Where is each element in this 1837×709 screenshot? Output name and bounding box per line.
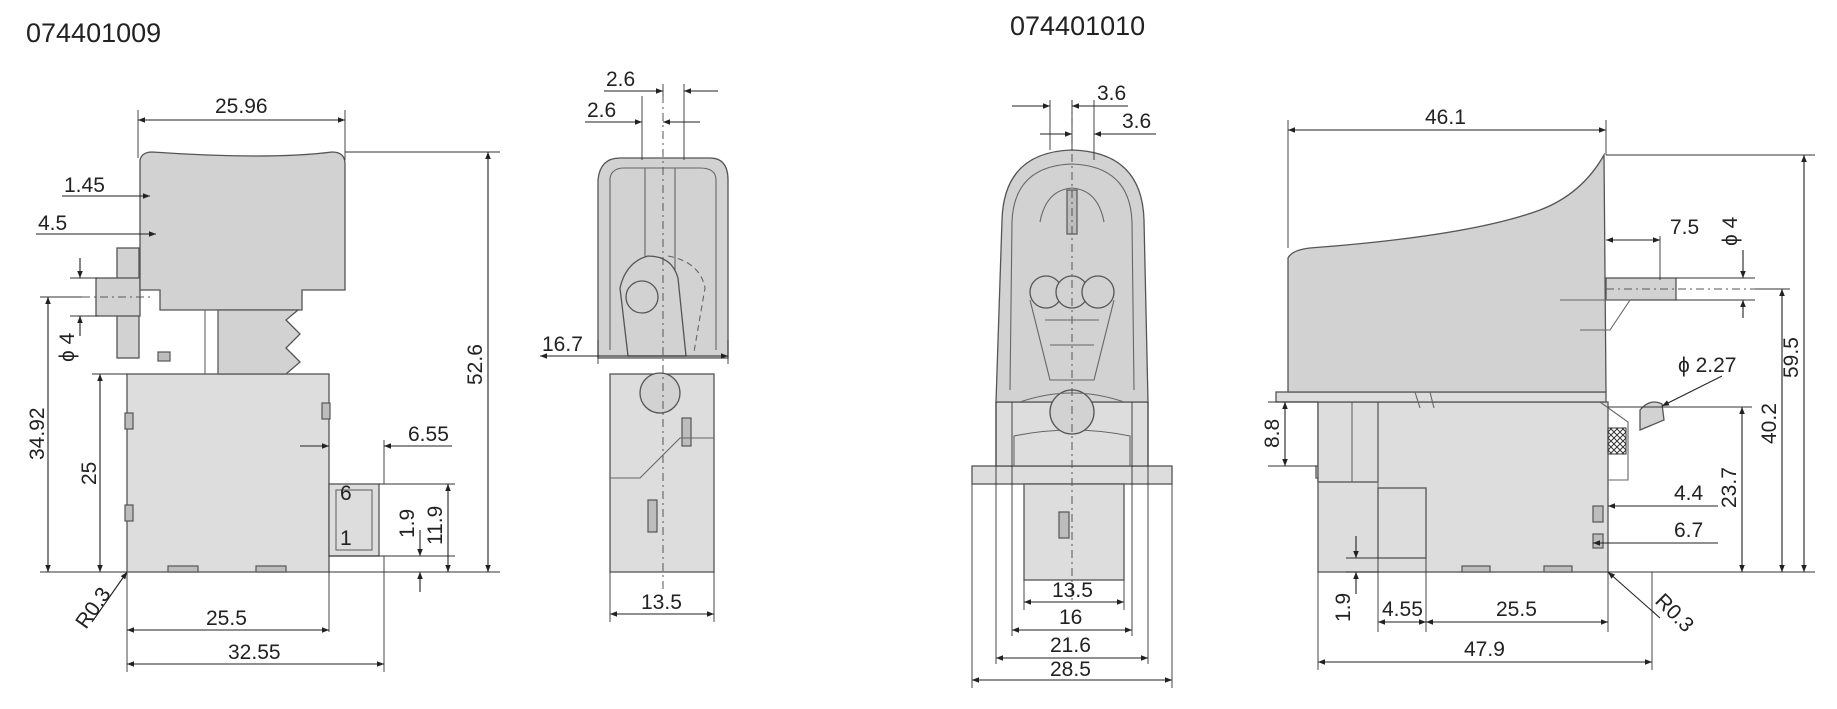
dim-b-side-7: 8.8 xyxy=(1261,419,1284,448)
dim-a-side-1: 2.6 xyxy=(606,68,635,91)
dim-b-front-2: 3.6 xyxy=(1122,110,1151,133)
part-label-074401010: 074401010 xyxy=(1010,11,1145,41)
dim-a-front-10: 11.9 xyxy=(424,506,447,545)
dim-b-side-8: 23.7 xyxy=(1718,467,1741,508)
dim-a-front-1: 25.96 xyxy=(215,95,268,118)
view-074401009-front: 6 1 25.96 1.45 4.5 ϕ 4 34.92 25 52.6 xyxy=(26,95,500,672)
dim-b-side-12: 4.55 xyxy=(1382,598,1423,621)
dim-a-front-5: 34.92 xyxy=(26,407,49,460)
view-074401010-front: 3.6 3.6 13.5 16 21.6 28.5 xyxy=(971,82,1173,688)
dim-b-front-6: 28.5 xyxy=(1050,658,1091,681)
dim-a-front-8: 6.55 xyxy=(408,423,449,446)
dim-b-side-4: 59.5 xyxy=(1780,337,1803,378)
dim-b-front-4: 16 xyxy=(1059,606,1082,629)
dim-b-side-13: 25.5 xyxy=(1496,598,1537,621)
connector-pin6-mark: 6 xyxy=(340,482,352,505)
dim-b-side-3: ϕ 4 xyxy=(1719,216,1742,246)
dim-b-side-2: 7.5 xyxy=(1670,216,1699,239)
dim-a-front-9: 1.9 xyxy=(396,509,419,538)
dim-b-front-3: 13.5 xyxy=(1052,579,1093,602)
dim-a-side-2: 2.6 xyxy=(587,99,616,122)
dim-b-side-10: 6.7 xyxy=(1674,519,1703,542)
dim-b-front-5: 21.6 xyxy=(1050,634,1091,657)
dim-a-front-12: 25.5 xyxy=(206,607,247,630)
dim-a-front-3: 4.5 xyxy=(38,212,67,235)
dim-a-front-13: 32.55 xyxy=(228,641,281,664)
dim-a-front-6: 25 xyxy=(78,462,101,485)
dim-b-front-1: 3.6 xyxy=(1097,82,1126,105)
view-074401010-side: 46.1 7.5 ϕ 4 59.5 ϕ 2.27 40.2 8.8 23.7 4… xyxy=(1261,106,1815,670)
view-074401009-side: 2.6 2.6 16.7 13.5 xyxy=(540,68,729,622)
dim-b-side-15: 47.9 xyxy=(1464,638,1505,661)
dim-b-side-14: R0.3 xyxy=(1650,589,1698,637)
dim-b-side-11: 1.9 xyxy=(1332,593,1355,622)
dim-a-front-7: 52.6 xyxy=(464,344,487,385)
part-label-074401009: 074401009 xyxy=(26,18,161,48)
dim-b-side-1: 46.1 xyxy=(1425,106,1466,129)
dim-a-front-11: R0.3 xyxy=(71,583,115,633)
dim-b-side-6: 40.2 xyxy=(1758,403,1781,444)
dim-a-side-3: 16.7 xyxy=(542,333,583,356)
dim-a-side-4: 13.5 xyxy=(641,591,682,614)
connector-pin1-mark: 1 xyxy=(340,527,352,550)
dim-b-side-9: 4.4 xyxy=(1674,482,1704,505)
dim-b-side-5: ϕ 2.27 xyxy=(1678,354,1736,377)
dim-a-front-4: ϕ 4 xyxy=(56,332,79,362)
dim-a-front-2: 1.45 xyxy=(64,174,105,197)
